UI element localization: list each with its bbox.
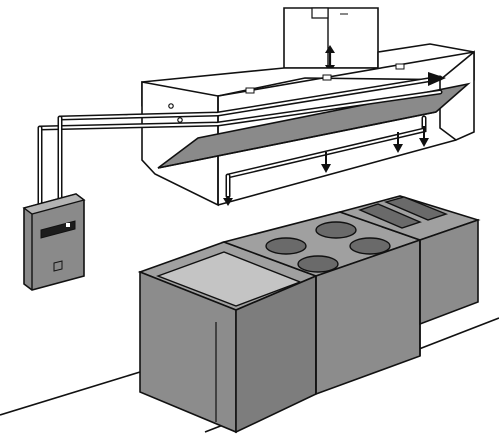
right-arrow-icon — [428, 72, 446, 86]
fryer-cabinet — [337, 195, 481, 356]
burner-4 — [349, 237, 391, 255]
burner-2 — [315, 221, 357, 239]
nozzle-3 — [393, 132, 403, 153]
nozzle-1 — [223, 196, 233, 206]
range-cabinet — [221, 211, 423, 396]
burner-1 — [265, 237, 307, 255]
grease-filter — [157, 82, 471, 169]
down-arrow-icon — [223, 196, 233, 206]
control-box-icon — [22, 193, 86, 291]
griddle-cabinet — [137, 241, 319, 434]
down-arrow-icon — [393, 132, 403, 153]
nozzle-4 — [419, 126, 429, 147]
down-arrow-icon — [321, 152, 331, 173]
cooking-line — [137, 195, 481, 434]
down-arrow-icon — [419, 126, 429, 147]
nozzle-2 — [321, 152, 331, 173]
burner-3 — [297, 255, 339, 273]
exhaust-duct — [283, 7, 379, 73]
supply-pipe — [37, 115, 63, 208]
